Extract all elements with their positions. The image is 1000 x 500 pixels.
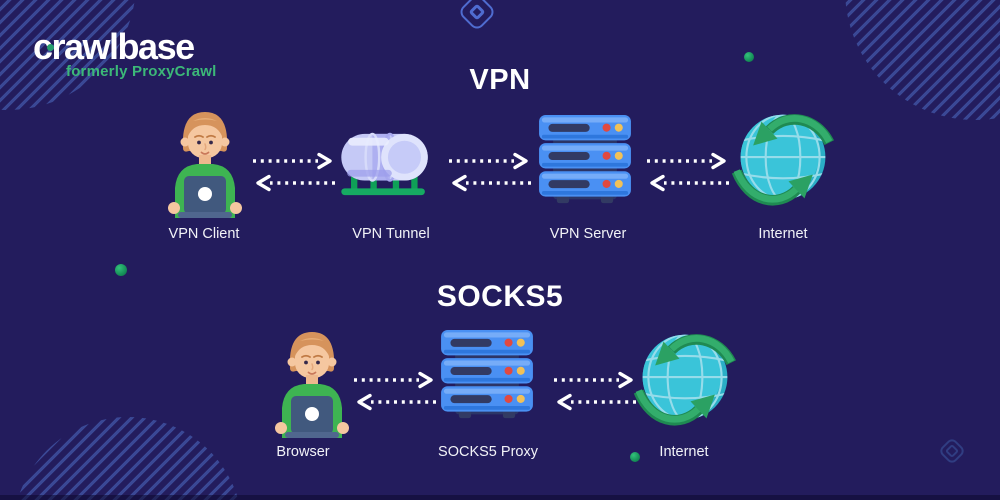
internet-label-bottom: Internet: [659, 444, 709, 460]
stripes-decoration-top-right: [845, 0, 1000, 120]
green-dot-decoration: [630, 452, 640, 462]
vpn-section-title: VPN: [469, 64, 531, 96]
dashed-arrows-server-internet: [647, 152, 729, 192]
browser-label: Browser: [276, 444, 330, 460]
socks5-section-title: SOCKS5: [436, 280, 564, 313]
crawlbase-logo: crawlbase: [33, 26, 195, 67]
server-stack-icon: [441, 330, 533, 419]
server-stack-icon: [539, 115, 631, 204]
bottom-edge-shade: [0, 495, 1000, 500]
logo-green-dot-icon: [47, 44, 54, 51]
internet-label-top: Internet: [758, 226, 808, 242]
green-dot-decoration: [115, 264, 127, 276]
vpn-server-label: VPN Server: [549, 226, 627, 242]
dashed-arrows-proxy-internet: [554, 371, 636, 411]
globe-sync-arrows-icon: [731, 114, 834, 206]
dashed-arrows-client-tunnel: [253, 152, 335, 192]
stripes-decoration-bottom-left: [13, 417, 243, 500]
person-laptop-icon: [168, 112, 242, 218]
dashed-arrows-browser-proxy: [354, 371, 436, 411]
globe-sync-arrows-icon: [633, 334, 736, 426]
tunnel-icon: [341, 132, 428, 196]
green-dot-decoration: [744, 52, 754, 62]
person-laptop-icon: [275, 332, 349, 438]
dashed-arrows-tunnel-server: [449, 152, 531, 192]
vpn-tunnel-label: VPN Tunnel: [352, 226, 430, 242]
logo-tagline: formerly ProxyCrawl: [66, 63, 217, 80]
vpn-client-label: VPN Client: [168, 226, 240, 242]
socks5-proxy-label: SOCKS5 Proxy: [438, 444, 538, 460]
